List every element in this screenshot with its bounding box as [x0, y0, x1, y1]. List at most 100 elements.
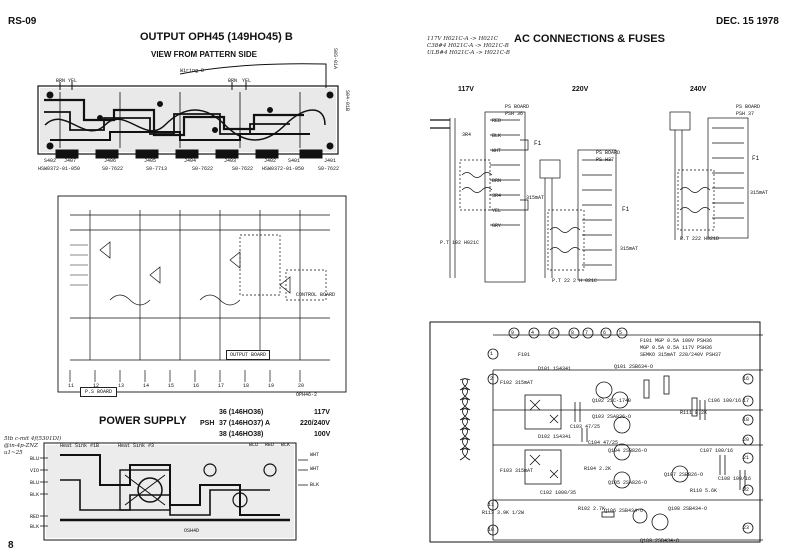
- component-label: C106 100/16: [708, 398, 742, 404]
- terminal-number: 16: [743, 376, 750, 382]
- terminal-number: 3: [551, 330, 555, 336]
- terminal-number: 20: [298, 383, 305, 389]
- heat-sink-label: Heat Sink #1B: [60, 443, 100, 449]
- component-label: D101 1S4341: [538, 366, 572, 372]
- connector-label: J407: [64, 158, 77, 164]
- ps-board-label: PS BOARD: [505, 104, 530, 110]
- wire-code: BLK: [492, 133, 502, 139]
- terminal-number: 12: [93, 383, 100, 389]
- psh-label: PSH 37: [736, 111, 755, 117]
- ac-handwritten-notes: 117V H021C-A -> H021C C38#4 H021C-A -> H…: [427, 36, 510, 56]
- terminal-number: 16: [193, 383, 200, 389]
- component-label: F103 315mAT: [500, 468, 534, 474]
- output-schematic: [57, 195, 347, 393]
- amp-label: 315mAT: [750, 190, 769, 196]
- wire-code: GRY: [492, 223, 502, 229]
- psh-voltage: 100V: [314, 431, 331, 438]
- component-label: C102 1000/35: [540, 490, 577, 496]
- output-pcb-pattern: [37, 63, 339, 159]
- wire-label: BRN: [228, 78, 238, 84]
- output-title: OUTPUT OPH45 (149HO45) B: [140, 31, 293, 43]
- terminal-number: 9: [511, 330, 515, 336]
- terminal-number: 4: [531, 330, 535, 336]
- output-subtitle: VIEW FROM PATTERN SIDE: [151, 50, 257, 59]
- component-label: Q107 2SB826-O: [664, 472, 704, 478]
- wire-code: BRN: [492, 178, 502, 184]
- psh-label: PS H37: [596, 157, 615, 163]
- terminal-number: 10: [488, 527, 495, 533]
- voltage-label-240v: 240V: [690, 86, 707, 93]
- output-schematic-frame: [57, 195, 347, 393]
- connector-label: J405: [144, 158, 157, 164]
- wire-label: BLK: [281, 442, 291, 448]
- connector-label: J403: [224, 158, 237, 164]
- component-label: C107 100/16: [700, 448, 734, 454]
- wire-label: BLK: [310, 482, 320, 488]
- pcb-label: OSH4D: [184, 528, 200, 534]
- wire-label: WHT: [310, 452, 320, 458]
- component-label: R113 3.9K 1/2W: [482, 510, 525, 516]
- component-label: C104 47/25: [588, 440, 619, 446]
- wire-code: RED: [492, 118, 502, 124]
- wire-label: VIO: [30, 468, 40, 474]
- connector-label: J404: [184, 158, 197, 164]
- fuse-label: F1: [752, 155, 760, 162]
- component-label: C103 47/25: [570, 424, 601, 430]
- component-label: R110 5.6K: [690, 488, 718, 494]
- heat-sink-label: Heat Sink #3: [118, 443, 155, 449]
- terminal-number: 8: [571, 330, 575, 336]
- terminal-number: 15: [168, 383, 175, 389]
- terminal-number: 22: [743, 487, 750, 493]
- component-label: Q109 2SB434-O: [640, 538, 680, 544]
- wire-label: BLK: [30, 524, 40, 530]
- component-label: Q102 2SC-1740: [592, 398, 632, 404]
- voltage-label-117v: 117V: [458, 86, 474, 93]
- terminal-number: 2: [490, 376, 494, 382]
- wire-label: BLK: [30, 492, 40, 498]
- ac-diagram-240v: [669, 111, 749, 240]
- handwritten-note: 5tb c-mit 4f(5301DI) @in-4p-ZNZ u1~25: [4, 436, 62, 456]
- terminal-number: 7: [585, 330, 589, 336]
- connector-label: J401: [324, 158, 337, 164]
- terminal-number: 21: [743, 455, 750, 461]
- part-number: S0-7713: [146, 166, 168, 172]
- part-number: HSW0372-01-050: [38, 166, 81, 172]
- component-label: Q106 2SB434-O: [604, 508, 644, 514]
- terminal-number: 1: [490, 351, 494, 357]
- psh-variant: 37 (146HO37) A: [219, 420, 271, 427]
- wire-code: 3R4: [462, 132, 472, 138]
- psh-prefix: PSH: [200, 420, 215, 427]
- part-number: S0-7622: [318, 166, 340, 172]
- terminal-number: 14: [143, 383, 150, 389]
- component-label: D102 1S4341: [538, 434, 572, 440]
- terminal-number: 17: [743, 398, 750, 404]
- terminal-number: 17: [218, 383, 225, 389]
- fuse-label: F1: [622, 206, 630, 213]
- terminal-number: 11: [488, 502, 495, 508]
- power-supply-title: POWER SUPPLY: [99, 415, 187, 427]
- component-label: R102 2.7K: [578, 506, 606, 512]
- ps-board-label: PS BOARD: [736, 104, 761, 110]
- ac-diagram-220v: [539, 149, 617, 281]
- board-code: OPH46-2: [296, 392, 318, 398]
- component-label: Q104 2SB826-O: [608, 448, 648, 454]
- output-board-label: OUTPUT BOARD: [226, 350, 271, 360]
- component-label: C108 100/16: [718, 476, 752, 482]
- component-label: F101: [518, 352, 531, 358]
- terminal-number: 18: [243, 383, 250, 389]
- terminal-number: 5: [619, 330, 623, 336]
- part-number: S0-7622: [192, 166, 214, 172]
- wire-code: YEL: [492, 208, 502, 214]
- connector-label: J406: [104, 158, 117, 164]
- wire-label: RED: [30, 514, 40, 520]
- model-label: RS-09: [8, 16, 37, 27]
- psh-label: PSH 36: [505, 111, 524, 117]
- wire-code: WHT: [492, 148, 502, 154]
- power-supply-pcb: [40, 442, 308, 541]
- transformer-label: P.T 22 2 H 021C: [552, 278, 598, 284]
- terminal-number: 19: [268, 383, 275, 389]
- terminal-number: 6: [603, 330, 607, 336]
- component-label: Q108 2SB434-O: [668, 506, 708, 512]
- terminal-number: 13: [118, 383, 125, 389]
